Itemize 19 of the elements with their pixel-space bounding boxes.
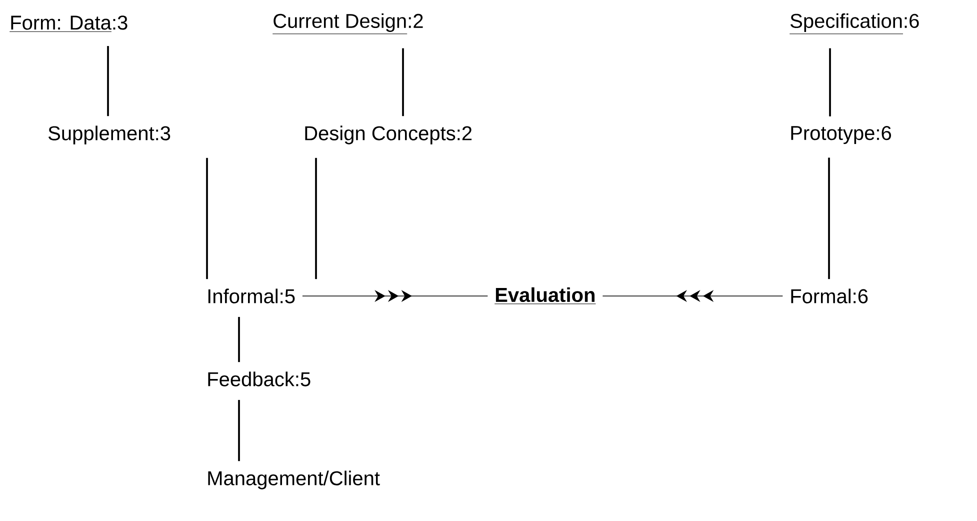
node-label: Informal:5 xyxy=(208,288,295,304)
heading-label: Specification:6 xyxy=(789,13,919,34)
connector-line xyxy=(402,48,404,116)
node-label: Management/Client xyxy=(208,470,380,490)
connector-line xyxy=(828,158,830,280)
node-label: Supplement:3 xyxy=(48,126,170,144)
node-label: Feedback:5 xyxy=(208,372,310,386)
heading-label: Form: Data:3 xyxy=(9,16,128,32)
connector-line xyxy=(829,48,831,116)
node-label: Formal:6 xyxy=(791,288,868,304)
connector-line xyxy=(206,158,208,280)
heading-label: Current Design:2 xyxy=(272,13,423,34)
evaluation-label: Evaluation xyxy=(494,287,596,304)
node-label: Design Concepts:2 xyxy=(305,126,472,144)
node-label: Prototype:6 xyxy=(791,126,892,144)
connector-line xyxy=(238,316,240,362)
connector-line xyxy=(315,158,317,280)
connector-line xyxy=(238,400,240,462)
connector-line xyxy=(107,46,109,116)
